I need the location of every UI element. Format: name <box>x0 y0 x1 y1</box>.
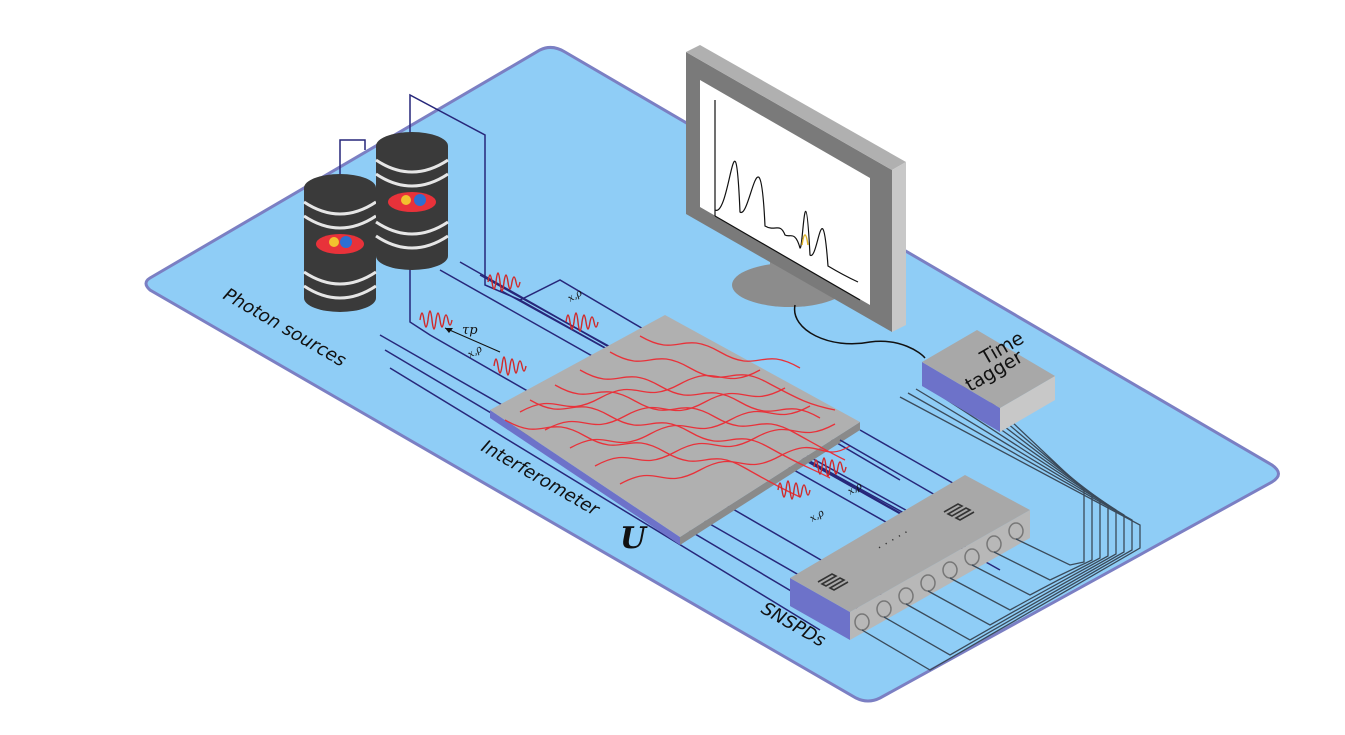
time-tagger-box: Time tagger <box>922 327 1055 432</box>
svg-text:τp: τp <box>462 323 478 338</box>
monitor-cable <box>793 304 926 359</box>
correlation-plot <box>714 100 861 301</box>
unitary-symbol: U <box>620 521 648 556</box>
detector-cables <box>861 368 1141 671</box>
interferometer-chip <box>490 315 860 545</box>
monitor-icon <box>686 45 926 359</box>
delay-annotation: τp <box>444 323 501 353</box>
snspd-box: · · · · · <box>790 475 1030 640</box>
dewar-icon <box>303 132 449 312</box>
waveguide-mesh <box>504 335 851 498</box>
nanowire-meander <box>817 503 975 591</box>
